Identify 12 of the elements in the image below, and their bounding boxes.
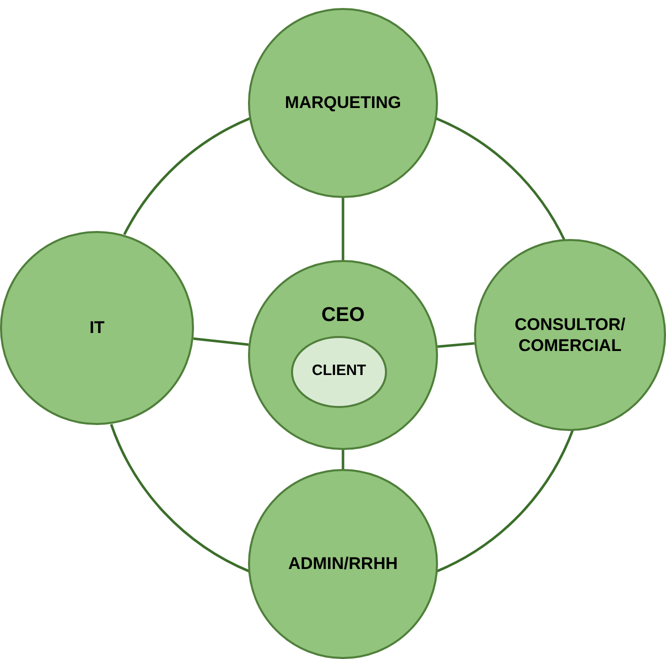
connector-line: [123, 117, 250, 236]
connector-line: [342, 450, 344, 469]
department-label: CONSULTOR/ COMERCIAL: [514, 314, 626, 356]
department-label: IT: [89, 317, 105, 339]
client-label: CLIENT: [312, 361, 366, 382]
department-label: ADMIN/RRHH: [288, 553, 398, 575]
department-label: CEO: [321, 302, 365, 328]
department-label: MARQUETING: [284, 92, 402, 114]
connector-line: [110, 424, 250, 573]
connector-line: [193, 337, 249, 346]
connector-line: [342, 198, 344, 260]
connector-line: [438, 342, 474, 348]
